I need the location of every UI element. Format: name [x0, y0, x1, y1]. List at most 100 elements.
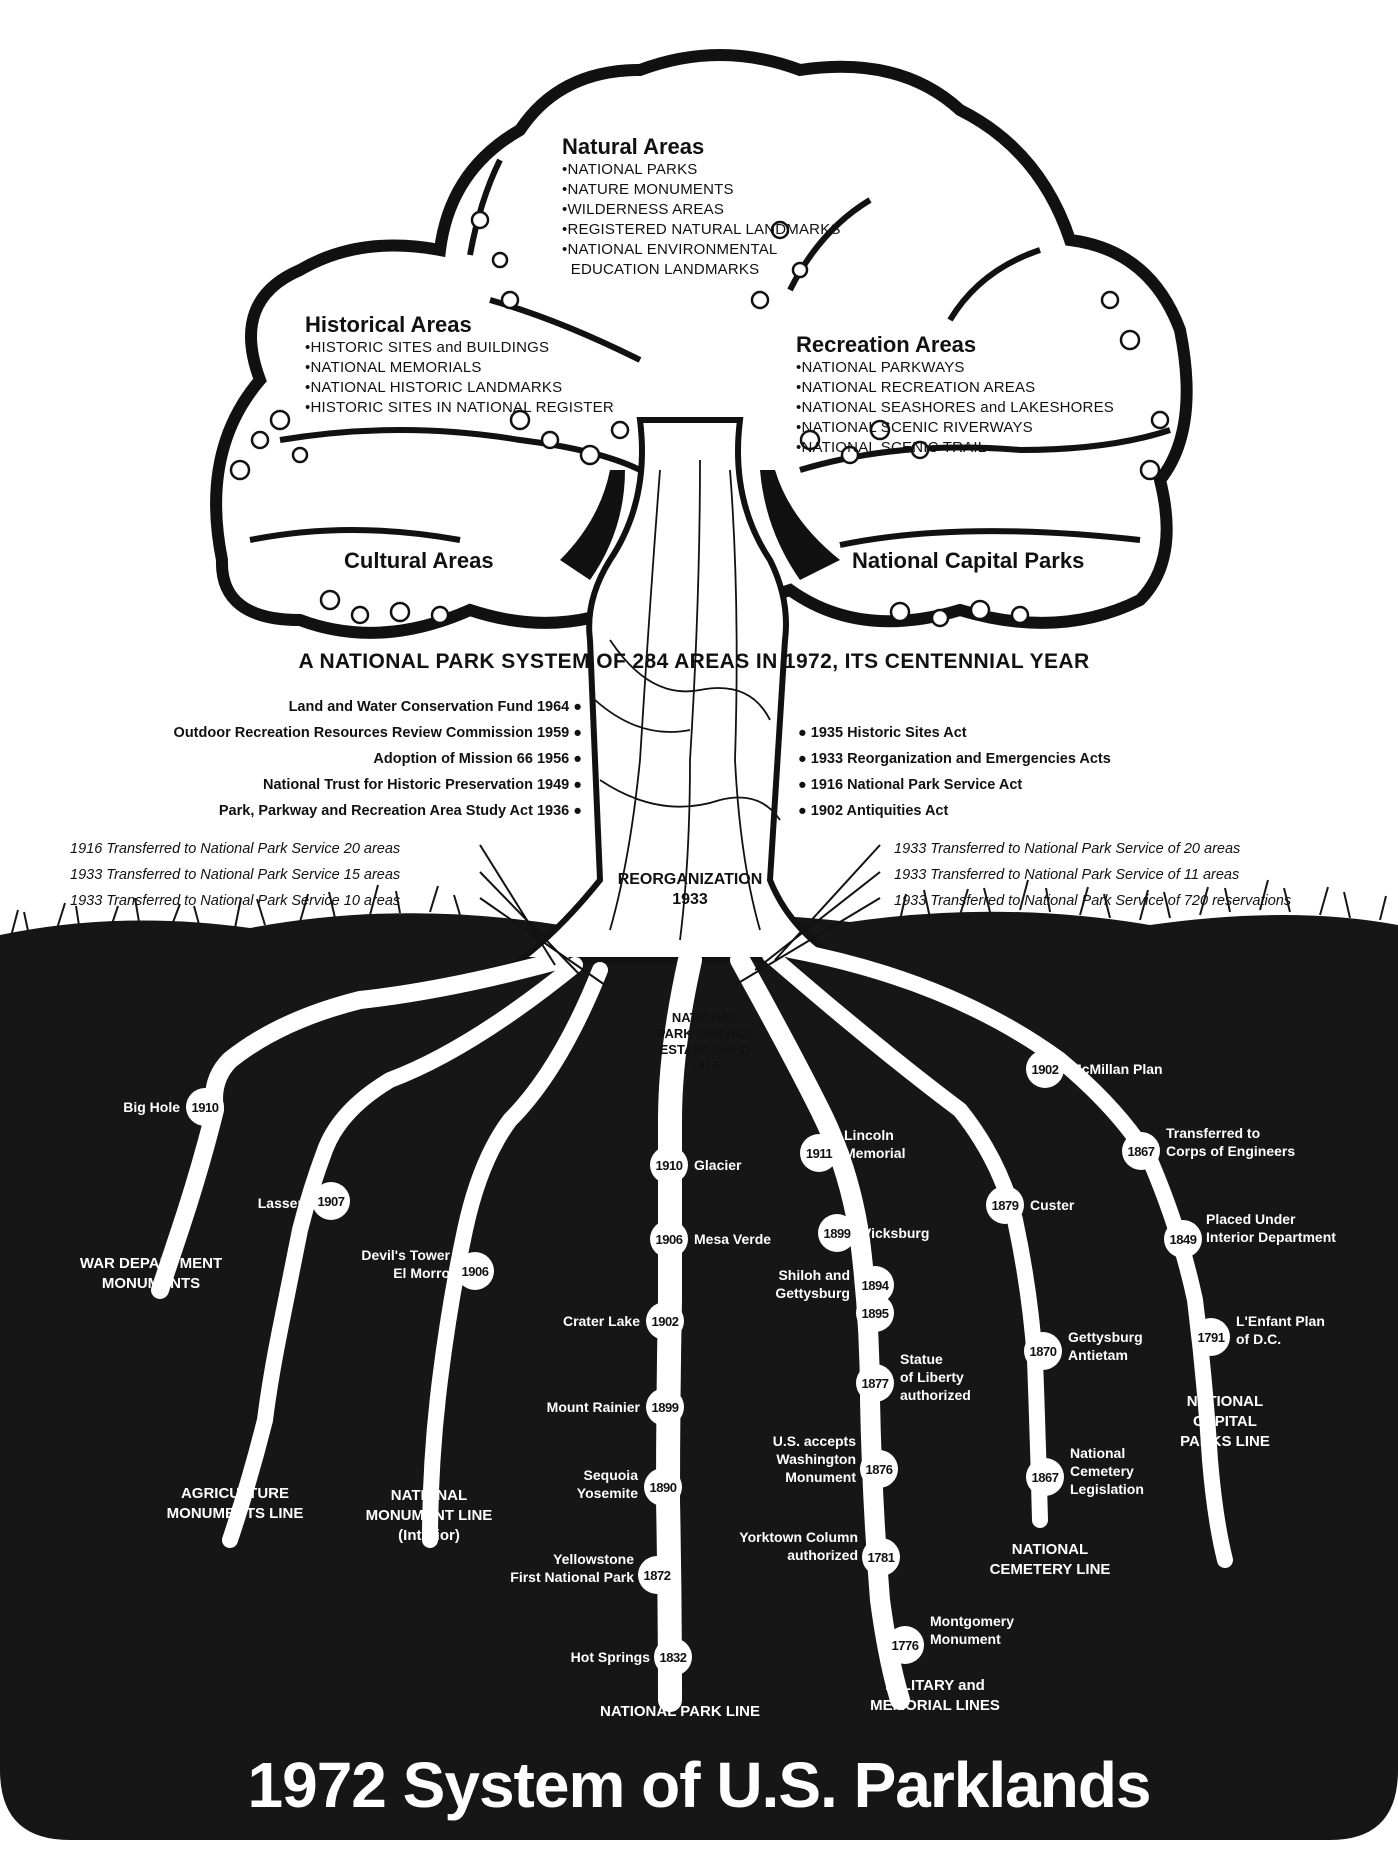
milestone-year-bubble: 1870 [1024, 1332, 1062, 1370]
centennial-banner: A NATIONAL PARK SYSTEM OF 284 AREAS IN 1… [244, 650, 1144, 674]
transfer-item: 1933 Transferred to National Park Servic… [70, 862, 400, 888]
milestone-label: Gettysburg Antietam [1068, 1328, 1143, 1364]
acts-left: Land and Water Conservation Fund 1964 ● … [174, 694, 582, 824]
nps-established-label: NATIONAL PARK SERVICE ESTABLISHED 1916 [640, 1010, 770, 1074]
milestone-year-bubble: 1902 [646, 1302, 684, 1340]
milestone-year-bubble: 1832 [654, 1638, 692, 1676]
national-monument-line-label: NATIONAL MONUMENT LINE (Interior) [354, 1486, 504, 1546]
military-memorial-lines-label: MILITARY and MEMORIAL LINES [850, 1676, 1020, 1716]
milestone-year-bubble: 1895 [856, 1294, 894, 1332]
natural-areas-heading: Natural Areas [562, 134, 841, 160]
recreation-areas-block: Recreation Areas •NATIONAL PARKWAYS •NAT… [796, 332, 1114, 458]
national-cemetery-line-label: NATIONAL CEMETERY LINE [970, 1540, 1130, 1580]
act-item: Adoption of Mission 66 1956 ● [174, 746, 582, 772]
natural-item: EDUCATION LANDMARKS [562, 260, 841, 280]
milestone-label: Glacier [694, 1156, 741, 1174]
milestone-label: Hot Springs [500, 1648, 650, 1666]
natural-item: •NATIONAL ENVIRONMENTAL [562, 240, 841, 260]
milestone-label: Devil's Tower El Morro [330, 1246, 450, 1282]
historical-item: •NATIONAL MEMORIALS [305, 358, 614, 378]
milestone-label: National Cemetery Legislation [1070, 1444, 1144, 1498]
cultural-areas-heading: Cultural Areas [344, 548, 494, 574]
transfer-item: 1933 Transferred to National Park Servic… [894, 862, 1291, 888]
milestone-year-bubble: 1877 [856, 1364, 894, 1402]
war-department-line-label: WAR DEPARTMENT MONUMENTS [66, 1254, 236, 1294]
milestone-year-bubble: 1906 [456, 1252, 494, 1290]
reorganization-year: 1933 [590, 890, 790, 910]
national-park-line-label: NATIONAL PARK LINE [590, 1702, 770, 1722]
historical-item: •HISTORIC SITES IN NATIONAL REGISTER [305, 398, 614, 418]
milestone-label: Sequoia Yosemite [520, 1466, 638, 1502]
act-item: ● 1916 National Park Service Act [798, 772, 1111, 798]
milestone-label: Crater Lake [500, 1312, 640, 1330]
national-capital-parks-line-label: NATIONAL CAPITAL PARKS LINE [1160, 1392, 1290, 1452]
historical-item: •HISTORIC SITES and BUILDINGS [305, 338, 614, 358]
milestone-year-bubble: 1879 [986, 1186, 1024, 1224]
recreation-areas-list: •NATIONAL PARKWAYS •NATIONAL RECREATION … [796, 358, 1114, 458]
natural-item: •NATURE MONUMENTS [562, 180, 841, 200]
transfers-right: 1933 Transferred to National Park Servic… [894, 836, 1291, 914]
nps-line: NATIONAL [640, 1010, 770, 1026]
natural-areas-block: Natural Areas •NATIONAL PARKS •NATURE MO… [562, 134, 841, 280]
transfer-item: 1933 Transferred to National Park Servic… [894, 836, 1291, 862]
milestone-year-bubble: 1902 [1026, 1050, 1064, 1088]
natural-item: •REGISTERED NATURAL LANDMARKS [562, 220, 841, 240]
milestone-label: Statue of Liberty authorized [900, 1350, 971, 1404]
act-item: ● 1902 Antiquities Act [798, 798, 1111, 824]
milestone-year-bubble: 1906 [650, 1220, 688, 1258]
recreation-item: •NATIONAL RECREATION AREAS [796, 378, 1114, 398]
act-item: National Trust for Historic Preservation… [174, 772, 582, 798]
natural-item: •NATIONAL PARKS [562, 160, 841, 180]
act-item: Park, Parkway and Recreation Area Study … [174, 798, 582, 824]
milestone-label: Big Hole [80, 1098, 180, 1116]
milestone-label: Placed Under Interior Department [1206, 1210, 1336, 1246]
milestone-year-bubble: 1910 [650, 1146, 688, 1184]
milestone-year-bubble: 1910 [186, 1088, 224, 1126]
milestone-year-bubble: 1899 [818, 1214, 856, 1252]
milestone-year-bubble: 1876 [860, 1450, 898, 1488]
milestone-label: L'Enfant Plan of D.C. [1236, 1312, 1325, 1348]
natural-item: •WILDERNESS AREAS [562, 200, 841, 220]
milestone-year-bubble: 1776 [886, 1626, 924, 1664]
reorganization-label: REORGANIZATION 1933 [590, 870, 790, 910]
milestone-label: Custer [1030, 1196, 1074, 1214]
milestone-label: Mount Rainier [490, 1398, 640, 1416]
milestone-label: Montgomery Monument [930, 1612, 1014, 1648]
milestone-label: U.S. accepts Washington Monument [700, 1432, 856, 1486]
milestone-year-bubble: 1791 [1192, 1318, 1230, 1356]
act-item: ● 1935 Historic Sites Act [798, 720, 1111, 746]
historical-areas-block: Historical Areas •HISTORIC SITES and BUI… [305, 312, 614, 418]
milestone-year-bubble: 1899 [646, 1388, 684, 1426]
milestone-year-bubble: 1890 [644, 1468, 682, 1506]
milestone-label: Mesa Verde [694, 1230, 771, 1248]
milestone-label: McMillan Plan [1070, 1060, 1163, 1078]
transfer-item: 1933 Transferred to National Park Servic… [70, 888, 400, 914]
nps-line: 1916 [640, 1058, 770, 1074]
milestone-year-bubble: 1911 [800, 1134, 838, 1172]
recreation-item: •NATIONAL SCENIC TRAIL [796, 438, 1114, 458]
nps-line: ESTABLISHED [640, 1042, 770, 1058]
milestone-label: Vicksburg [862, 1224, 929, 1242]
historical-areas-list: •HISTORIC SITES and BUILDINGS •NATIONAL … [305, 338, 614, 418]
transfer-item: 1916 Transferred to National Park Servic… [70, 836, 400, 862]
milestone-label: Shiloh and Gettysburg [730, 1266, 850, 1302]
acts-right: ● 1935 Historic Sites Act ● 1933 Reorgan… [798, 720, 1111, 824]
milestone-year-bubble: 1867 [1122, 1132, 1160, 1170]
national-capital-parks-heading: National Capital Parks [852, 548, 1084, 574]
milestone-year-bubble: 1781 [862, 1538, 900, 1576]
transfer-item: 1933 Transferred to National Park Servic… [894, 888, 1291, 914]
historical-areas-heading: Historical Areas [305, 312, 614, 338]
recreation-item: •NATIONAL PARKWAYS [796, 358, 1114, 378]
milestone-year-bubble: 1849 [1164, 1220, 1202, 1258]
milestone-year-bubble: 1867 [1026, 1458, 1064, 1496]
transfers-left: 1916 Transferred to National Park Servic… [70, 836, 400, 914]
reorganization-text: REORGANIZATION [590, 870, 790, 890]
act-item: Outdoor Recreation Resources Review Comm… [174, 720, 582, 746]
recreation-item: •NATIONAL SEASHORES and LAKESHORES [796, 398, 1114, 418]
milestone-year-bubble: 1907 [312, 1182, 350, 1220]
act-item: Land and Water Conservation Fund 1964 ● [174, 694, 582, 720]
agriculture-line-label: AGRICULTURE MONUMENTS LINE [150, 1484, 320, 1524]
recreation-item: •NATIONAL SCENIC RIVERWAYS [796, 418, 1114, 438]
milestone-label: Transferred to Corps of Engineers [1166, 1124, 1295, 1160]
